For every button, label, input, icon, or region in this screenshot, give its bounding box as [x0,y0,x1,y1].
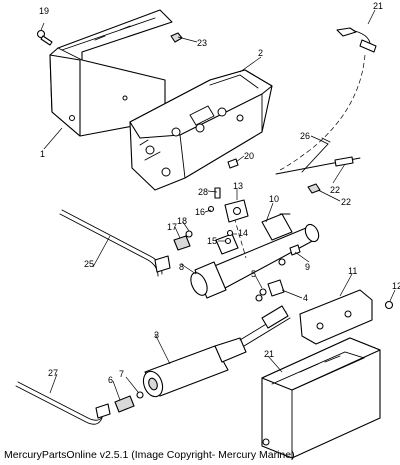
callout-22: 21 [373,1,383,11]
part-17-fitting[interactable] [173,235,191,251]
callout-13: 13 [233,181,243,191]
part-14-washer[interactable] [226,229,234,237]
callout-19: 19 [39,6,49,16]
callout-21: 21 [264,349,274,359]
part-10-bracket[interactable] [215,233,239,255]
part-3-cylinder[interactable] [140,305,291,399]
callout-20: 20 [244,151,254,161]
callout-24: 23 [197,38,207,48]
part-19-screw[interactable] [36,29,53,46]
part-18-washer[interactable] [185,230,193,238]
callout-26: 25 [84,259,94,269]
part-27-tube[interactable] [15,381,111,425]
part-11-plate[interactable] [299,289,373,345]
callout-16: 16 [195,207,205,217]
callout-10: 10 [269,194,279,204]
part-12-screw[interactable] [384,300,394,310]
callout-15: 15 [207,236,217,246]
part-21-box[interactable] [261,337,381,459]
callout-11: 11 [348,266,357,276]
part-10-shaft[interactable] [188,213,322,299]
part-9-fitting[interactable] [289,244,301,256]
callout-6: 6 [108,375,113,385]
callout-8: 8 [179,262,184,272]
part-20-pin[interactable] [227,158,239,169]
callout-1: 1 [40,149,45,159]
callout-22-lower: 22 [330,185,340,195]
part-2-housing[interactable] [129,69,273,191]
copyright-text: MercuryPartsOnline v2.5.1 (Image Copyrig… [4,449,295,461]
callout-9: 9 [305,262,310,272]
callout-27: 27 [48,368,58,378]
callout-14: 14 [238,228,248,238]
part-5-o-rings[interactable] [255,258,286,302]
callout-23: 22 [341,197,351,207]
callout-25: 26 [300,131,310,141]
part-15-nut[interactable] [224,237,232,245]
part-25-rod[interactable] [301,137,331,173]
part-13-clip[interactable] [224,199,249,223]
callout-7: 7 [119,369,124,379]
part-23-fitting[interactable] [307,183,321,194]
part-22-cable-upper[interactable] [336,27,377,53]
part-28-screw[interactable] [214,187,221,199]
callout-18: 18 [177,216,187,226]
callout-28: 28 [198,187,208,197]
part-4-elbow[interactable] [267,279,285,297]
callout-2: 2 [258,48,263,58]
part-26-tube[interactable] [59,209,171,277]
part-6-fitting[interactable] [114,395,135,413]
leader-lines [40,9,396,401]
callout-17: 17 [167,222,177,232]
callout-12: 12 [392,281,400,291]
part-7-washer[interactable] [136,391,144,399]
part-22-cable-lower[interactable] [275,156,361,175]
part-1-bracket[interactable] [49,9,173,137]
callout-5: 5 [251,269,256,279]
callout-3: 3 [154,330,159,340]
callout-labels: 19 23 2 1 21 20 26 22 22 13 28 10 16 14 … [39,1,400,385]
callout-4: 4 [303,293,308,303]
